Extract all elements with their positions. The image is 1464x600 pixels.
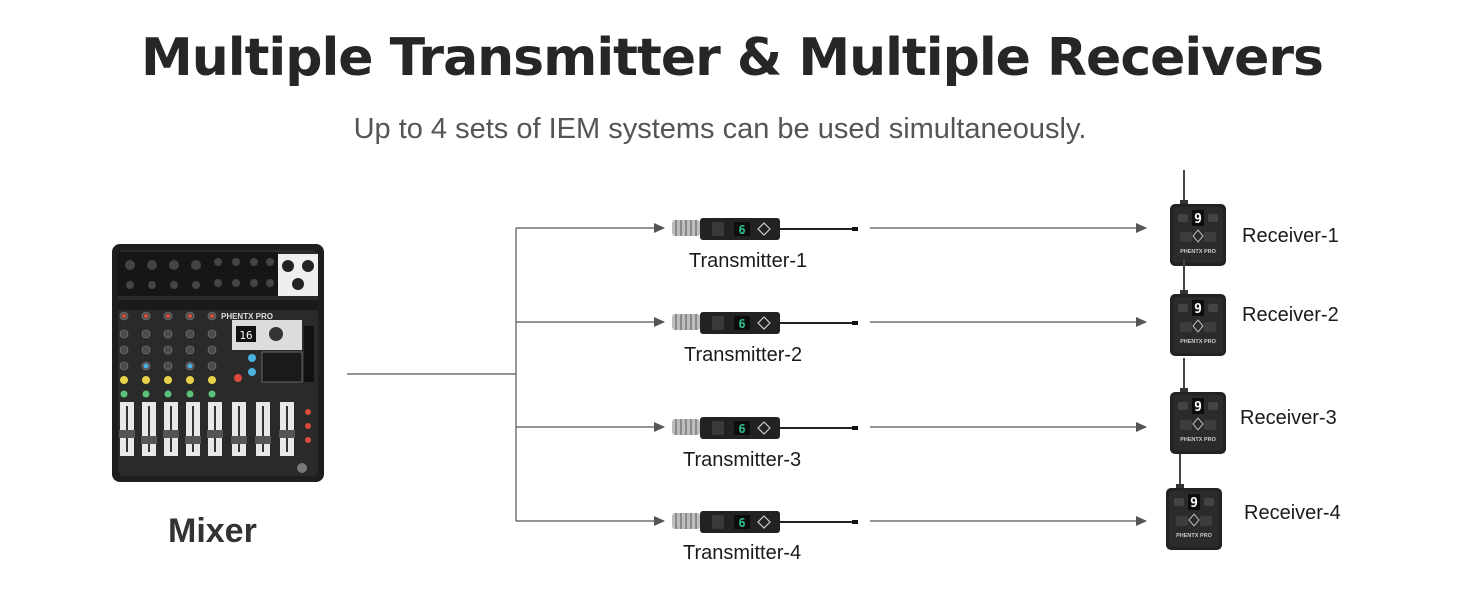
transmitter-display: 6 <box>738 516 745 530</box>
receiver-1-label: Receiver-1 <box>1242 225 1339 247</box>
receiver-brand: PHENTX PRO <box>1180 249 1216 255</box>
transmitter-display: 6 <box>738 317 745 331</box>
transmitter-3-device: 6 <box>672 417 858 439</box>
receiver-display: 9 <box>1194 400 1202 415</box>
page-title: Multiple Transmitter & Multiple Receiver… <box>140 28 1324 88</box>
receiver-brand: PHENTX PRO <box>1180 437 1216 443</box>
transmitter-2-label: Transmitter-2 <box>684 344 803 366</box>
mixer-device: PHENTX PRO 16 <box>112 244 324 482</box>
receiver-brand: PHENTX PRO <box>1176 533 1212 539</box>
receiver-display: 9 <box>1194 302 1202 317</box>
transmitter-3-label: Transmitter-3 <box>683 449 802 471</box>
receiver-display: 9 <box>1194 212 1202 227</box>
receiver-4-label: Receiver-4 <box>1244 502 1341 524</box>
transmitter-1-label: Transmitter-1 <box>689 250 808 272</box>
page-subtitle: Up to 4 sets of IEM systems can be used … <box>353 113 1087 145</box>
mixer-label: Mixer <box>168 512 257 550</box>
receiver-2-label: Receiver-2 <box>1242 304 1339 326</box>
connection-lines <box>347 223 1147 526</box>
transmitter-1-device: 6 <box>672 218 858 240</box>
mixer-brand: PHENTX PRO <box>221 312 273 321</box>
receiver-3-label: Receiver-3 <box>1240 407 1337 429</box>
mixer-display-value: 16 <box>239 329 252 342</box>
receiver-brand: PHENTX PRO <box>1180 339 1216 345</box>
transmitter-display: 6 <box>738 223 745 237</box>
receiver-display: 9 <box>1190 496 1198 511</box>
transmitter-display: 6 <box>738 422 745 436</box>
transmitter-2-device: 6 <box>672 312 858 334</box>
transmitter-4-device: 6 <box>672 511 858 533</box>
transmitter-4-label: Transmitter-4 <box>683 542 802 564</box>
